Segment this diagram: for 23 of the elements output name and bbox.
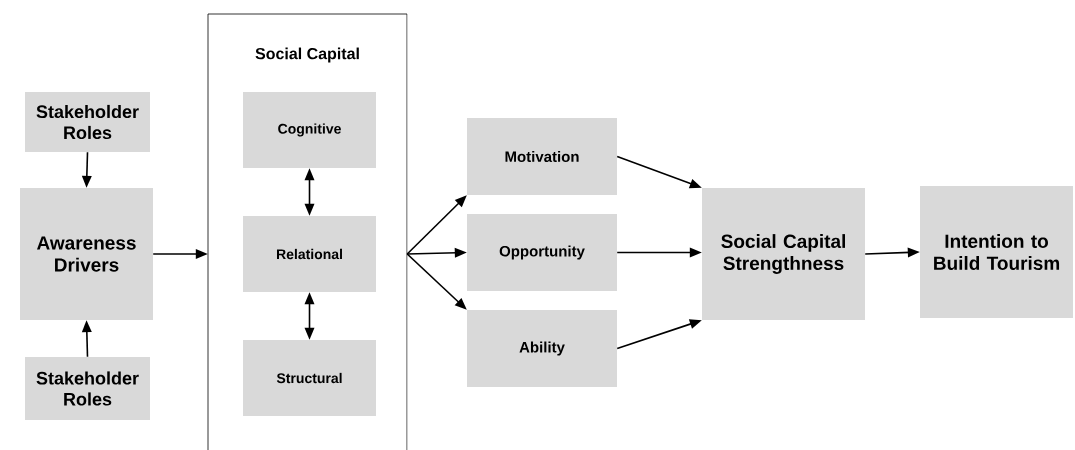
process-box: Stakeholder Roles	[25, 357, 150, 420]
arrow	[864, 247, 920, 258]
arrow	[616, 319, 702, 350]
process-box: Opportunity	[467, 214, 617, 291]
process-box: Awareness Drivers	[20, 188, 153, 320]
process-box: Intention to Build Tourism	[920, 186, 1073, 318]
arrow	[616, 155, 702, 189]
arrow	[406, 195, 467, 255]
process-box: Structural	[243, 340, 376, 416]
arrow	[152, 249, 208, 259]
process-box: Stakeholder Roles	[25, 92, 150, 152]
arrow	[304, 292, 315, 340]
arrow	[304, 168, 315, 216]
arrow	[406, 247, 467, 258]
process-box: Ability	[467, 310, 617, 387]
arrow	[81, 151, 92, 188]
arrow	[81, 320, 92, 358]
process-box: Cognitive	[243, 92, 376, 168]
process-box: Motivation	[467, 118, 617, 195]
process-box: Social Capital Strengthness	[702, 188, 865, 320]
arrow	[616, 247, 702, 258]
arrow	[406, 253, 467, 310]
process-box: Relational	[243, 216, 376, 292]
